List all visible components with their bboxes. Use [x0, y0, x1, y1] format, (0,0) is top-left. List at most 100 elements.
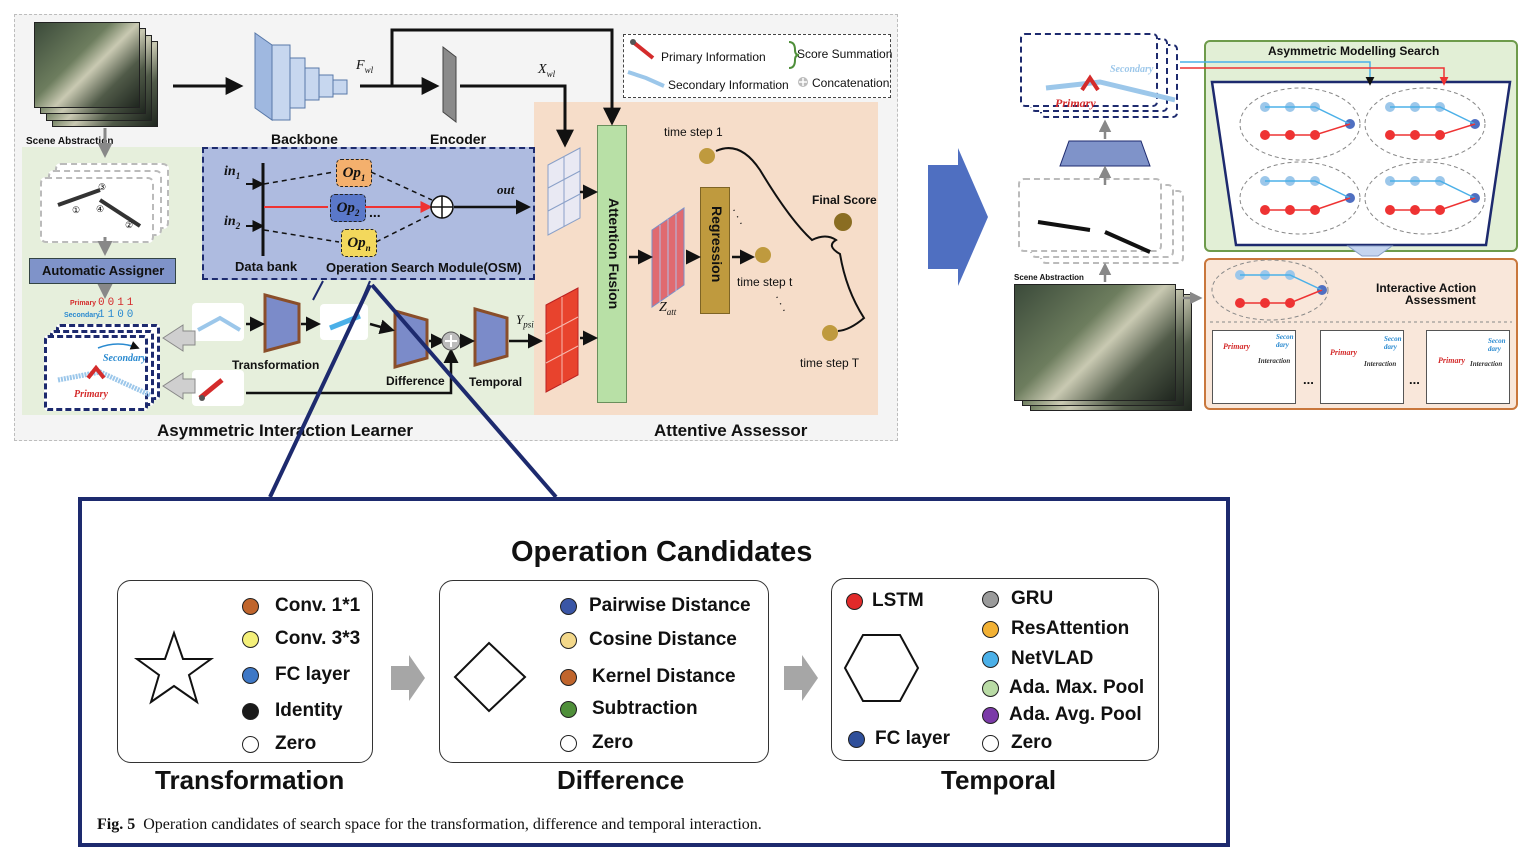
abstract-frame-1: [40, 177, 154, 243]
temporal-item-right-0: GRU: [1011, 588, 1054, 609]
difference-dot-2: [560, 669, 577, 686]
opn-box: Opn: [341, 229, 377, 257]
temporal-dot-left-0: [846, 593, 863, 610]
legend-primary-info: Primary Information: [661, 50, 766, 64]
rp-card3-primary: Primary: [1438, 356, 1466, 365]
candidates-frame: [78, 497, 1230, 847]
rp-card2-secondary: Secon dary: [1384, 335, 1402, 351]
rp-card3-secondary: Secon dary: [1488, 337, 1506, 353]
temporal-item-left-1: FC layer: [875, 728, 950, 749]
transformation-item-1: Conv. 3*3: [275, 628, 361, 649]
transformation-dot-4: [242, 736, 259, 753]
legend-score-summation: Score Summation: [797, 47, 893, 61]
osm-in2: in2: [224, 214, 241, 231]
difference-card: [439, 580, 769, 763]
regression-label: Regression: [709, 206, 725, 283]
interactive-assessment-line1: Interactive Action: [1376, 281, 1477, 295]
temporal-dot-right-3: [982, 680, 999, 697]
time-step-t-label: time step t: [737, 275, 793, 289]
attentive-assessor-title: Attentive Assessor: [654, 421, 808, 440]
difference-item-0: Pairwise Distance: [589, 595, 751, 616]
attention-fusion-block: [597, 125, 627, 403]
rp-card-2: [1320, 330, 1404, 404]
difference-dot-4: [560, 735, 577, 752]
temporal-dot-right-2: [982, 651, 999, 668]
rp-abstract-1: [1018, 178, 1162, 252]
transformation-dot-2: [242, 667, 259, 684]
rp-card1-secondary: Secon dary: [1276, 333, 1294, 349]
legend-box: [623, 34, 891, 98]
osm-in1: in1: [224, 164, 241, 181]
matrix-secondary-label: Secondary: [64, 312, 100, 319]
difference-dot-0: [560, 598, 577, 615]
caption-text: Operation candidates of search space for…: [143, 816, 762, 833]
difference-label: Difference: [386, 374, 445, 388]
rp-card1-primary: Primary: [1223, 342, 1251, 351]
difference-item-2: Kernel Distance: [592, 666, 736, 687]
rp-card-1: [1212, 330, 1296, 404]
matrix-secondary-row: 1100: [98, 309, 137, 321]
encoder-label: Encoder: [430, 131, 487, 147]
temporal-title: Temporal: [941, 765, 1057, 795]
asymmetric-learner-title: Asymmetric Interaction Learner: [157, 421, 414, 440]
rp-cards-ellipsis-2: ...: [1409, 372, 1420, 387]
scene-frame-front: [34, 22, 140, 108]
rp-secondary-label: Secondary: [1110, 64, 1154, 75]
rp-scene-abstraction: Scene Abstraction: [1014, 273, 1084, 282]
backbone-label: Backbone: [271, 131, 338, 147]
transformation-dot-0: [242, 598, 259, 615]
temporal-dot-right-1: [982, 621, 999, 638]
osm-module-label: Operation Search Module(OSM): [326, 260, 522, 275]
temporal-dot-right-0: [982, 591, 999, 608]
temporal-dot-right-4: [982, 707, 999, 724]
data-bank-label: Data bank: [235, 259, 298, 274]
difference-dot-1: [560, 632, 577, 649]
rp-card3-interaction: Interaction: [1470, 360, 1503, 368]
rp-card2-primary: Primary: [1330, 348, 1358, 357]
figure-caption: Fig. 5 Operation candidates of search sp…: [97, 816, 762, 834]
transformation-card: [117, 580, 373, 763]
temporal-item-right-1: ResAttention: [1011, 618, 1130, 639]
transformation-item-2: FC layer: [275, 664, 350, 685]
f-wl-label: Fwl: [356, 58, 374, 75]
matrix-primary-label: Primary: [70, 300, 97, 307]
z-att-label: Zatt: [659, 300, 677, 317]
time-step-1-label: time step 1: [664, 125, 723, 139]
temporal-dot-left-1: [848, 731, 865, 748]
osm-ellipsis: ...: [369, 204, 381, 220]
asym-search-panel: [1204, 40, 1518, 252]
temporal-item-right-4: Ada. Avg. Pool: [1009, 704, 1142, 725]
osm-difference-text: OSM: [404, 327, 416, 353]
final-score-label: Final Score: [812, 193, 877, 207]
difference-title: Difference: [557, 765, 685, 795]
temporal-dot-right-5: [982, 735, 999, 752]
rp-cards-ellipsis-1: ...: [1303, 372, 1314, 387]
stack-primary-label: Primary: [74, 389, 108, 400]
rp-card1-interaction: Interaction: [1258, 357, 1291, 365]
legend-secondary-info: Secondary Information: [668, 78, 789, 92]
rp-search-ellipsis: ...: [1354, 152, 1366, 168]
rp-card2-interaction: Interaction: [1364, 360, 1397, 368]
time-step-T-label: time step T: [800, 356, 860, 370]
difference-item-1: Cosine Distance: [589, 629, 737, 650]
rp-assigner-line2: Assigner: [1082, 156, 1125, 167]
secondary-thumbnail: [192, 303, 244, 341]
op1-box: Op1: [336, 159, 372, 187]
transformation-dot-3: [242, 703, 259, 720]
stack-secondary-label: Secondary: [103, 353, 147, 364]
scene-abstraction-label: Scene Abstraction: [26, 136, 114, 147]
temporal-card: [831, 578, 1159, 761]
asym-search-title: Asymmetric Modelling Search: [1268, 44, 1440, 58]
legend-concatenation: Concatenation: [812, 76, 890, 90]
difference-item-3: Subtraction: [592, 698, 698, 719]
difference-item-4: Zero: [592, 732, 634, 753]
osm-temporal-text: OSM: [492, 325, 504, 351]
transformation-item-0: Conv. 1*1: [275, 595, 361, 616]
y-psi-label: Ypsi: [516, 312, 534, 330]
transformation-item-3: Identity: [275, 700, 343, 721]
rp-photo-1: [1014, 284, 1176, 401]
temporal-item-right-5: Zero: [1011, 732, 1053, 753]
rp-primary-label: Primary: [1055, 96, 1096, 110]
interactive-assessment-line2: Assessment: [1405, 293, 1476, 307]
attention-fusion-label: Attention Fusion: [606, 198, 622, 310]
